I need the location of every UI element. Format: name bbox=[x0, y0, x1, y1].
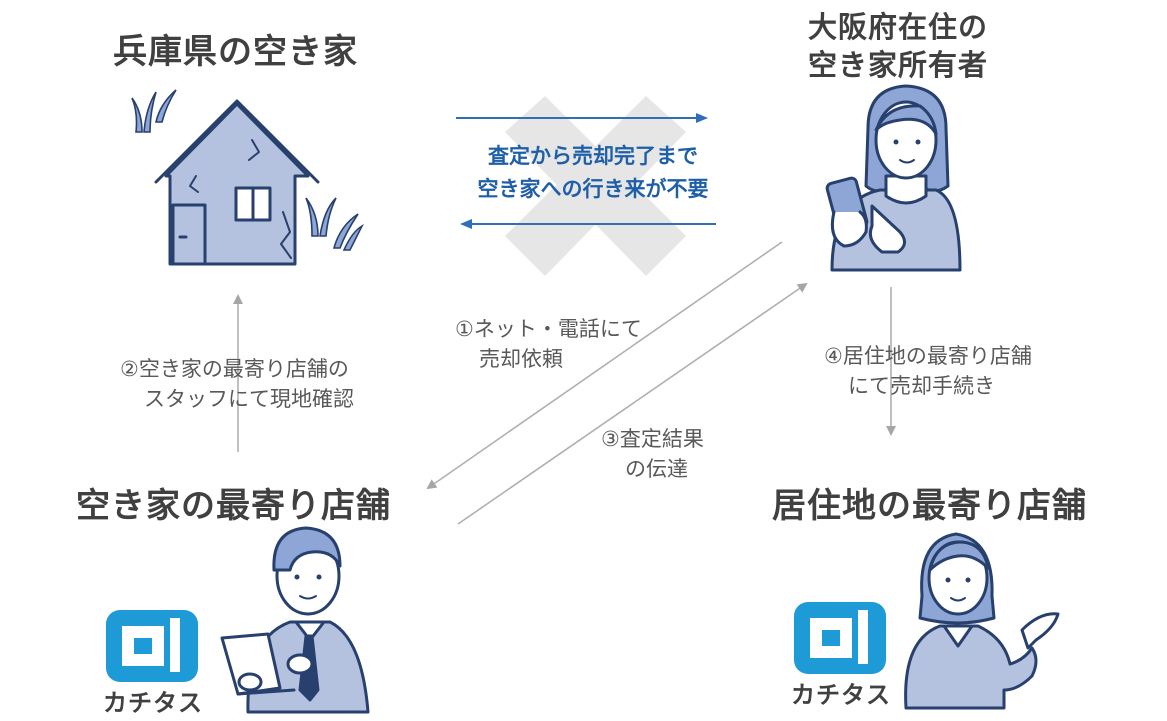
center-message-line2: 空き家への行き来が不要 bbox=[477, 177, 709, 201]
step4-label: ④居住地の最寄り店舗 にて売却手続き bbox=[824, 341, 1032, 401]
center-message-line1: 査定から売却完了まで bbox=[488, 144, 698, 168]
katitas-logo-right bbox=[794, 602, 886, 674]
staff-woman-icon bbox=[904, 532, 1060, 710]
step4-label-line1: ④居住地の最寄り店舗 bbox=[824, 344, 1032, 368]
vacant-house-icon bbox=[154, 99, 320, 266]
katitas-logo-left bbox=[106, 610, 198, 682]
staff-man-icon bbox=[220, 526, 370, 714]
step2-label-line2: スタッフにて現地確認 bbox=[144, 387, 354, 411]
grass-icon bbox=[131, 89, 364, 251]
house-nearest-store-title: 空き家の最寄り店舗 bbox=[76, 486, 391, 526]
step2-label: ②空き家の最寄り店舗の スタッフにて現地確認 bbox=[120, 354, 354, 414]
residence-nearest-store-title: 居住地の最寄り店舗 bbox=[772, 486, 1087, 526]
step1-label-line1: ①ネット・電話にて bbox=[455, 317, 642, 341]
osaka-owner-title-line2: 空き家所有者 bbox=[807, 48, 988, 82]
center-message: 査定から売却完了まで 空き家への行き来が不要 bbox=[462, 140, 724, 206]
step3-label-line2: の伝達 bbox=[625, 457, 688, 481]
step1-label-line2: 売却依頼 bbox=[479, 347, 563, 371]
owner-woman-icon bbox=[825, 84, 962, 272]
no-travel-cross-icon bbox=[505, 96, 686, 276]
step3-arrow bbox=[457, 282, 808, 525]
osaka-owner-title-line1: 大阪府在住の bbox=[807, 10, 988, 44]
hyogo-house-title: 兵庫県の空き家 bbox=[113, 32, 358, 72]
step1-arrow bbox=[426, 241, 783, 490]
step2-label-line1: ②空き家の最寄り店舗の bbox=[120, 357, 349, 381]
step3-label: ③査定結果 の伝達 bbox=[601, 424, 704, 484]
step3-label-line1: ③査定結果 bbox=[601, 427, 704, 451]
step1-label: ①ネット・電話にて 売却依頼 bbox=[455, 314, 642, 374]
step4-label-line2: にて売却手続き bbox=[848, 374, 995, 398]
katitas-logo-right-text: カチタス bbox=[791, 681, 891, 709]
katitas-logo-left-text: カチタス bbox=[103, 689, 203, 717]
